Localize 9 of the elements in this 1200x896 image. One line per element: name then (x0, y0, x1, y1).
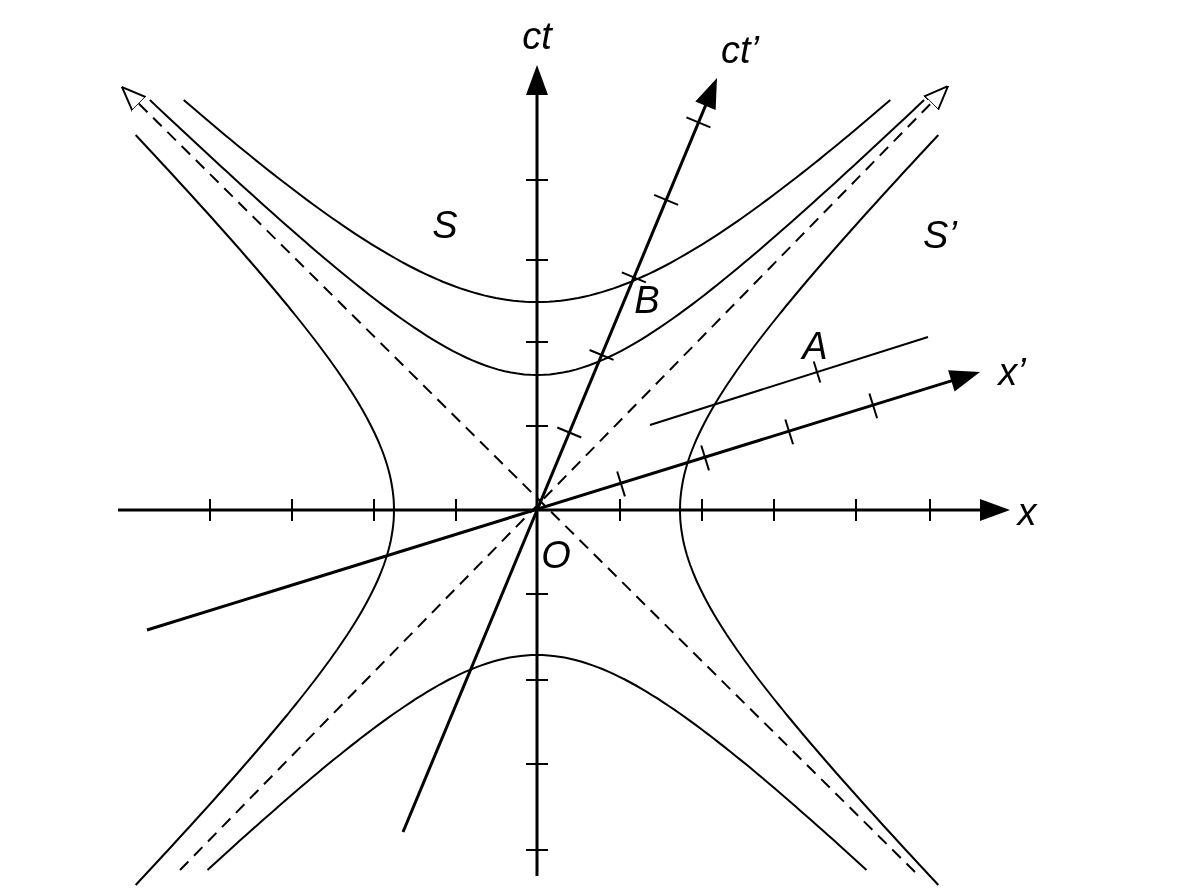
origin-label: O (541, 536, 571, 574)
axis-label: ct (522, 17, 552, 55)
axis-label: x’ (998, 353, 1026, 391)
point-label: B (634, 281, 660, 319)
region-label: S’ (923, 216, 957, 254)
axis-label: x (1017, 493, 1037, 531)
axis-label: ct’ (721, 31, 759, 69)
point-label: A (802, 327, 828, 365)
region-label: S (432, 206, 458, 244)
